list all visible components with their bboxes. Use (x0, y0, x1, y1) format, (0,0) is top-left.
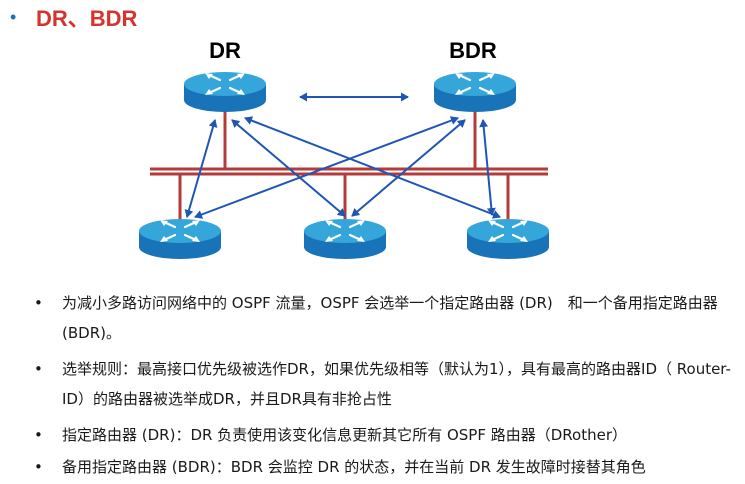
drother-router-icon (465, 217, 551, 261)
bullet-item: • 为减小多路访问网络中的 OSPF 流量，OSPF 会选举一个指定路由器 (DR… (28, 288, 740, 348)
drother-router-icon (137, 217, 223, 261)
title-text: DR、BDR (36, 6, 138, 31)
bullet-text: 备用指定路由器 (BDR)：BDR 会监控 DR 的状态，并在当前 DR 发生故… (62, 458, 646, 476)
title-bullet: • (10, 6, 17, 27)
dr-label: DR (209, 38, 241, 63)
bullet-text: 选举规则：最高接口优先级被选作DR，如果优先级相等（默认为1），具有最高的路由器… (62, 360, 731, 408)
slide-title: • DR、BDR (10, 2, 137, 32)
bullet-text: 为减小多路访问网络中的 OSPF 流量，OSPF 会选举一个指定路由器 (DR)… (62, 294, 718, 342)
bullet-item: • 选举规则：最高接口优先级被选作DR，如果优先级相等（默认为1），具有最高的路由… (28, 354, 740, 414)
bullet-text: 指定路由器 (DR)：DR 负责使用该变化信息更新其它所有 OSPF 路由器（D… (62, 426, 627, 444)
bdr-label: BDR (449, 38, 497, 63)
dr-router-icon (182, 70, 268, 114)
bullet-dot: • (34, 294, 43, 312)
bullet-dot: • (34, 458, 43, 476)
drother-router-icon (302, 217, 388, 261)
bullet-dot: • (34, 426, 43, 444)
adjacency-arrows (184, 92, 501, 219)
arrow-bdr-drother-right (479, 119, 496, 216)
bullet-list: • 为减小多路访问网络中的 OSPF 流量，OSPF 会选举一个指定路由器 (DR… (28, 288, 740, 484)
bullet-item: • 备用指定路由器 (BDR)：BDR 会监控 DR 的状态，并在当前 DR 发生… (28, 452, 740, 482)
bdr-router-icon (432, 70, 518, 114)
bullet-dot: • (34, 360, 43, 378)
bullet-item: • 指定路由器 (DR)：DR 负责使用该变化信息更新其它所有 OSPF 路由器（… (28, 420, 740, 450)
ospf-dr-bdr-diagram: DR BDR (137, 38, 551, 261)
arrow-bdr-drother-mid (351, 119, 466, 217)
